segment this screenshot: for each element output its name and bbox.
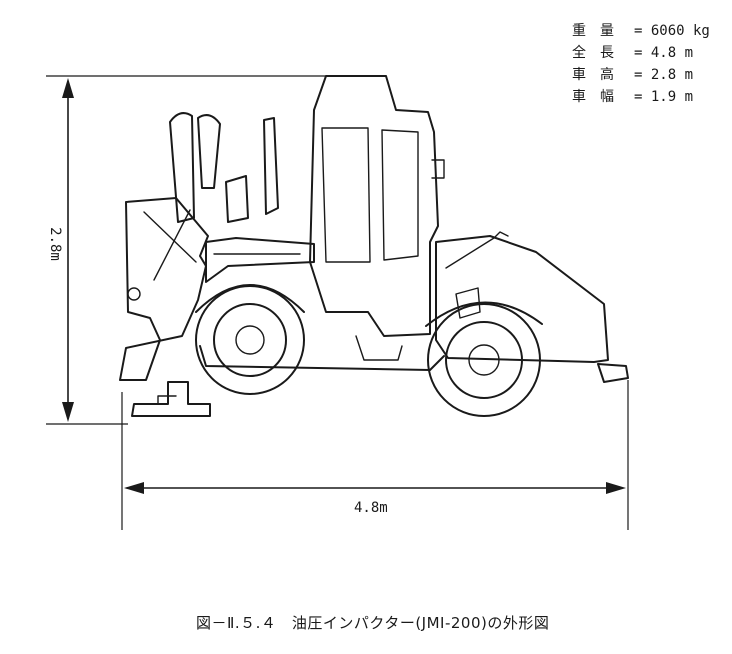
boom-hose-loop <box>197 114 221 189</box>
rear-wheel-tire <box>427 303 541 417</box>
spec-value: = 6060 kg <box>634 23 710 39</box>
height-arrow-top <box>62 78 74 98</box>
cab-rear-window <box>381 129 419 261</box>
spec-row-width: 車 幅 = 1.9 m <box>572 86 710 108</box>
spec-label: 車 幅 <box>572 89 614 105</box>
impactor-foot-plate <box>131 381 211 417</box>
rear-wheel-rim <box>445 321 523 399</box>
rear-wheel-hub <box>468 344 500 376</box>
spec-label: 重 量 <box>572 23 614 39</box>
width-arrow-left <box>124 482 144 494</box>
height-arrow-bottom <box>62 402 74 422</box>
spec-value: = 1.9 m <box>634 89 694 105</box>
machine-body <box>119 75 629 417</box>
impactor-link-cross <box>143 209 197 281</box>
rear-fender <box>425 301 543 327</box>
cab-mirror <box>431 159 445 179</box>
impactor-pivot <box>127 287 141 301</box>
boom-cylinder <box>169 112 195 223</box>
spec-row-weight: 重 量 = 6060 kg <box>572 20 710 42</box>
chassis-frame <box>199 345 445 371</box>
width-dimension <box>121 380 629 530</box>
front-fender <box>195 284 305 313</box>
spec-row-length: 全 長 = 4.8 m <box>572 42 710 64</box>
exhaust-pipe <box>263 117 279 215</box>
operator-cab <box>309 75 439 337</box>
spec-value: = 4.8 m <box>634 45 694 61</box>
front-wheel-hub <box>235 325 265 355</box>
spec-label: 全 長 <box>572 45 614 61</box>
articulation-joint <box>355 335 403 361</box>
boom-bracket <box>225 175 249 223</box>
engine-hood <box>205 237 315 283</box>
width-arrow-right <box>606 482 626 494</box>
height-dimension <box>46 75 335 425</box>
width-dimension-label: 4.8m <box>354 500 388 516</box>
foot-bracket <box>157 395 177 405</box>
cab-door-window <box>321 127 371 263</box>
impactor-head <box>119 197 209 381</box>
front-wheel-rim <box>213 303 287 377</box>
height-dimension-label: 2.8m <box>46 227 63 261</box>
rear-engine-cover <box>435 235 609 363</box>
rear-handrail <box>445 231 509 269</box>
spec-row-height: 車 高 = 2.8 m <box>572 64 710 86</box>
spec-label: 車 高 <box>572 67 614 83</box>
front-wheel-tire <box>195 285 305 395</box>
spec-table: 重 量 = 6060 kg 全 長 = 4.8 m 車 高 = 2.8 m 車 幅 = … <box>572 20 710 108</box>
rear-bumper <box>597 363 629 383</box>
spec-value: = 2.8 m <box>634 67 694 83</box>
figure-caption: 図－Ⅱ.５.４ 油圧インパクター(JMI-200)の外形図 <box>196 614 550 632</box>
